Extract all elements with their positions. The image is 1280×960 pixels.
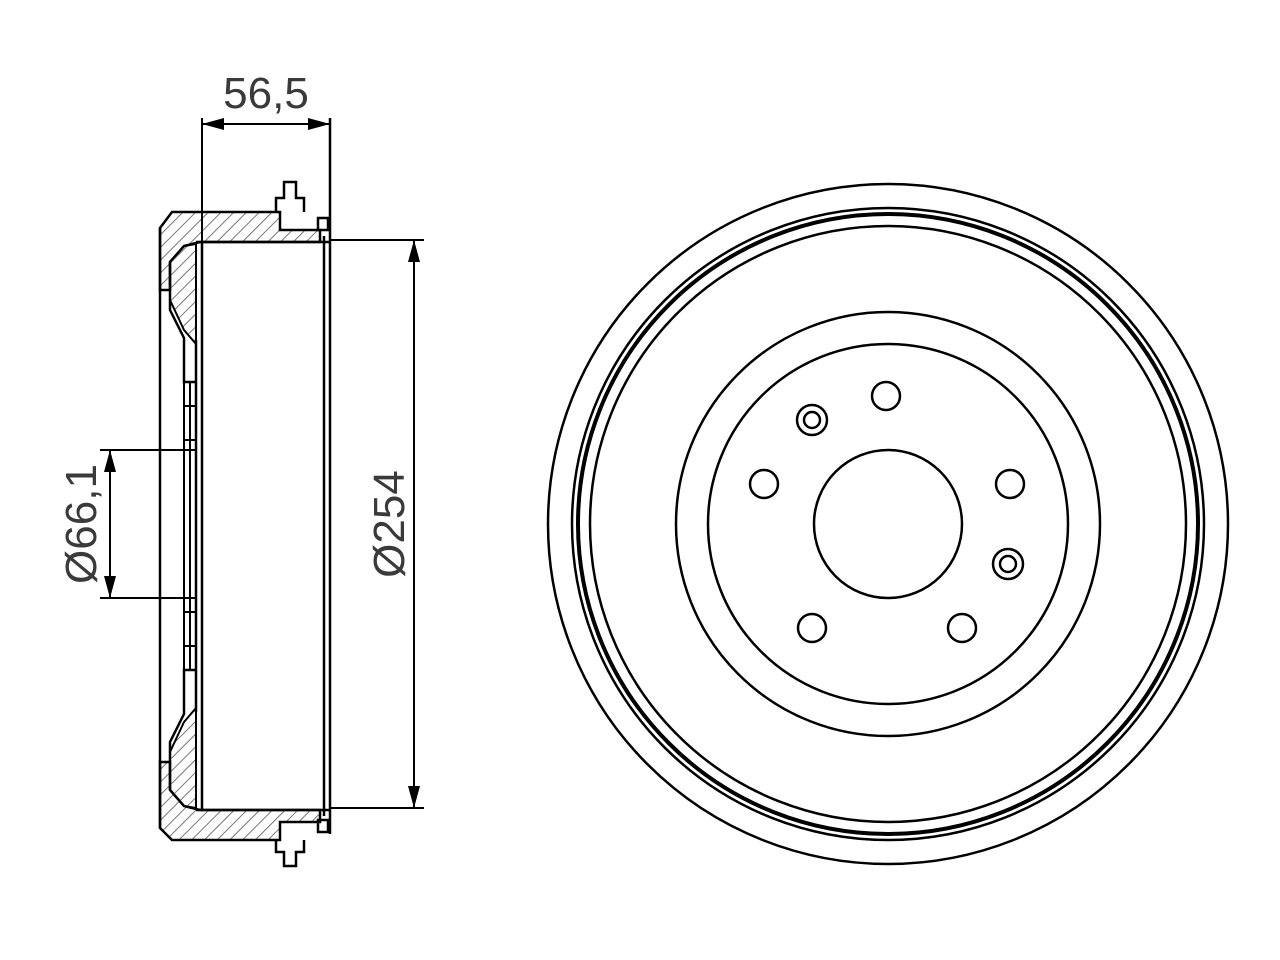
bolt-hole-right — [994, 468, 1026, 500]
bolt-hole-left — [748, 468, 780, 500]
rim-tab-top — [316, 216, 330, 232]
hub-bore-label: Ø66,1 — [57, 464, 106, 584]
bolt-hole-bottom-right — [946, 612, 978, 644]
center-bore-circle — [812, 448, 964, 600]
hub-inner-circle — [706, 342, 1070, 706]
screw-hole-lower-inner — [998, 554, 1018, 574]
drum-arrow-bottom — [408, 786, 420, 808]
hub-face-bottom — [169, 705, 197, 810]
drum-diameter-dimension: Ø254 — [330, 239, 424, 809]
section-view — [158, 118, 332, 868]
width-dimension: 56,5 — [201, 69, 330, 242]
hub-outer-circle — [674, 310, 1102, 738]
bore-arrow-bottom — [104, 576, 116, 598]
outer-rim-circle — [546, 182, 1230, 866]
width-dimension-label: 56,5 — [223, 69, 309, 118]
hub-bore-dimension: Ø66,1 — [57, 449, 196, 599]
hub-face-top — [169, 242, 197, 347]
screw-hole-upper-inner — [802, 410, 822, 430]
braking-surface-circle — [576, 212, 1200, 836]
front-view — [546, 182, 1230, 866]
flange-lug-bottom — [274, 840, 306, 868]
width-arrow-right — [308, 118, 330, 130]
bore-arrow-top — [104, 450, 116, 472]
rim-circle-4 — [588, 224, 1188, 824]
drum-arrow-top — [408, 240, 420, 262]
rim-circle-2 — [570, 206, 1206, 842]
screw-hole-lower-outer — [991, 547, 1025, 581]
screw-hole-upper-outer — [795, 403, 829, 437]
drum-diameter-label: Ø254 — [365, 470, 414, 578]
width-arrow-left — [202, 118, 224, 130]
flange-lug-top — [274, 180, 306, 212]
bolt-hole-bottom-left — [796, 612, 828, 644]
rim-tab-bottom — [316, 818, 330, 834]
bolt-hole-top — [870, 380, 902, 412]
